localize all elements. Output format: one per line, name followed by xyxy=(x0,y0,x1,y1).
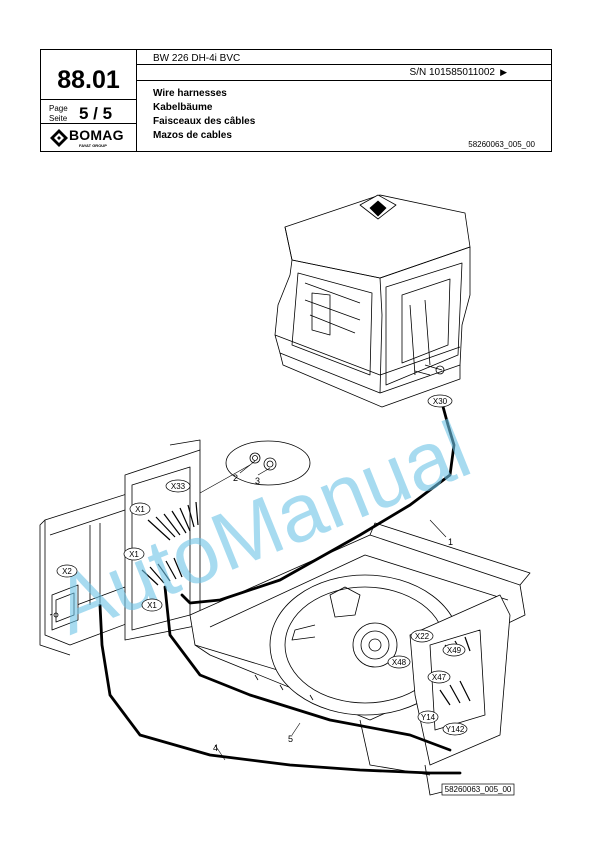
page-label-en: Page xyxy=(49,104,68,113)
header-rule xyxy=(136,64,551,65)
header-divider xyxy=(136,50,137,151)
bomag-logo-icon xyxy=(50,129,68,147)
drum-frame-illustration xyxy=(189,522,531,796)
header-rule xyxy=(41,123,136,124)
svg-text:X47: X47 xyxy=(432,673,447,682)
page-label-de: Seite xyxy=(49,114,68,123)
figure-id-box: 58260063_005_00 xyxy=(441,783,515,796)
svg-text:Y14: Y14 xyxy=(421,713,436,722)
section-number: 88.01 xyxy=(57,66,120,94)
callout-y142: Y142 xyxy=(442,722,468,736)
svg-text:X2: X2 xyxy=(62,567,72,576)
item-number-4: 4 xyxy=(213,743,218,753)
harness-5 xyxy=(163,585,452,752)
serial-number: S/N 101585011002 xyxy=(409,67,495,78)
item-number-1: 1 xyxy=(448,537,453,547)
grommet-detail xyxy=(225,440,311,486)
bomag-logo: BOMAG FAYAT GROUP xyxy=(47,126,133,150)
item-number-5: 5 xyxy=(288,734,293,744)
svg-text:X33: X33 xyxy=(171,482,186,491)
svg-text:Y142: Y142 xyxy=(446,725,465,734)
next-arrow-icon[interactable]: ▶ xyxy=(500,67,507,77)
wire-harness-drawing: AutoManual X30 X33 X1 X1 X1 X2 X22 X48 X… xyxy=(39,194,531,796)
page-label: Page Seite xyxy=(49,104,68,124)
model-name: BW 226 DH-4i BVC xyxy=(153,53,241,64)
callout-x1-mid: X1 xyxy=(123,547,145,561)
svg-text:X48: X48 xyxy=(392,658,407,667)
svg-text:X1: X1 xyxy=(135,505,145,514)
logo-subtitle: FAYAT GROUP xyxy=(79,143,107,148)
title-block: Wire harnesses Kabelbäume Faisceaux des … xyxy=(153,87,255,143)
harness-cables xyxy=(98,401,462,775)
figure-id: 58260063_005_00 xyxy=(445,785,512,794)
harness-4 xyxy=(98,603,462,775)
header-rule xyxy=(41,99,136,100)
callout-x47: X47 xyxy=(427,670,451,684)
item-number-2: 2 xyxy=(233,473,238,483)
callout-x1-low: X1 xyxy=(141,598,163,612)
svg-text:X22: X22 xyxy=(415,632,430,641)
callout-x30: X30 xyxy=(427,394,453,408)
title-de: Kabelbäume xyxy=(153,102,213,113)
logo-wordmark: BOMAG xyxy=(69,127,124,143)
title-es: Mazos de cables xyxy=(153,130,232,141)
callout-x1-top: X1 xyxy=(129,502,151,516)
electrical-cabinet-illustration xyxy=(39,439,201,656)
callout-x2: X2 xyxy=(56,564,78,578)
callout-x49: X49 xyxy=(442,643,466,657)
svg-text:X1: X1 xyxy=(129,550,139,559)
document-number: 58260063_005_00 xyxy=(468,140,535,149)
harness-1 xyxy=(180,401,456,605)
header-block: BW 226 DH-4i BVC S/N 101585011002 ▶ Wire… xyxy=(40,49,552,152)
item-numbers xyxy=(214,460,447,761)
callout-x48: X48 xyxy=(387,655,411,669)
page-number: 5 / 5 xyxy=(79,104,113,123)
callout-x33: X33 xyxy=(165,479,191,493)
callout-y14: Y14 xyxy=(417,710,439,724)
callout-x22: X22 xyxy=(410,629,434,643)
connector-callouts: X30 X33 X1 X1 X1 X2 X22 X48 X49 X47 Y14 … xyxy=(56,394,468,736)
item-number-3: 3 xyxy=(255,476,260,486)
svg-text:X49: X49 xyxy=(447,646,462,655)
header-rule xyxy=(136,80,551,81)
title-en: Wire harnesses xyxy=(153,88,227,99)
cab-illustration xyxy=(274,194,471,408)
svg-text:X1: X1 xyxy=(147,601,157,610)
title-fr: Faisceaux des câbles xyxy=(153,116,256,127)
svg-text:X30: X30 xyxy=(433,397,448,406)
